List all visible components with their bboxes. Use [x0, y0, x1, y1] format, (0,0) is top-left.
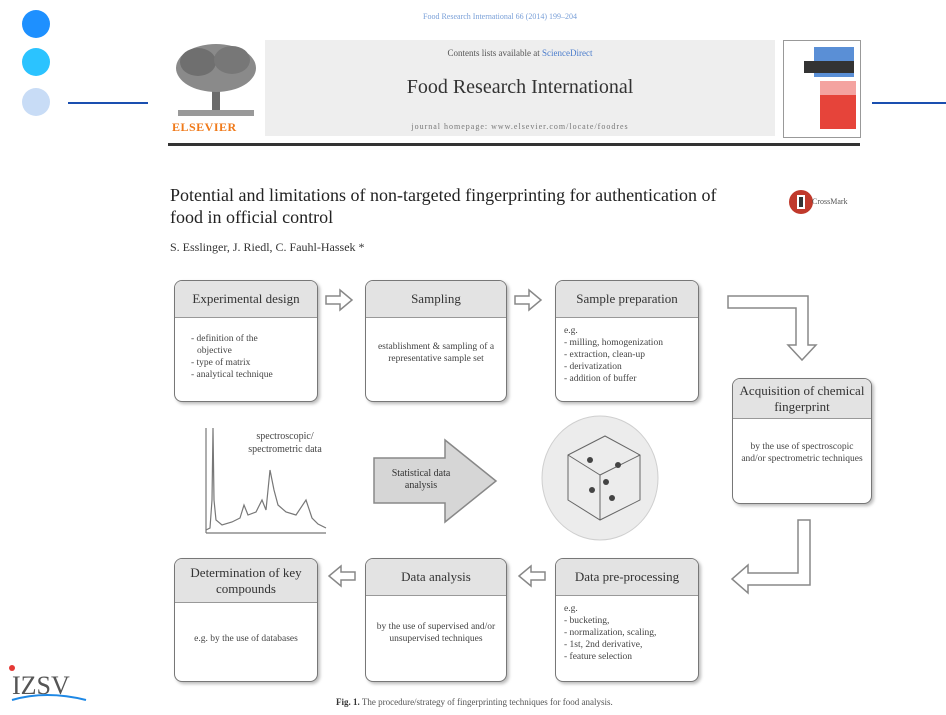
decor-dot-2	[22, 48, 50, 76]
box-item: - bucketing,	[564, 616, 610, 626]
contents-prefix: Contents lists available at	[447, 48, 542, 58]
statistical-arrow	[373, 438, 498, 524]
caption-text: The procedure/strategy of fingerprinting…	[359, 697, 613, 707]
figure-caption: Fig. 1. The procedure/strategy of finger…	[336, 697, 736, 707]
box-item: - 1st, 2nd derivative,	[564, 640, 643, 650]
journal-title: Food Research International	[406, 76, 634, 98]
box-experimental-design: Experimental design - definition of the …	[174, 280, 318, 402]
box-item: - normalization, scaling,	[564, 628, 657, 638]
box-experimental-design-body: - definition of the objective - type of …	[191, 333, 309, 381]
publisher-name: ELSEVIER	[172, 120, 237, 134]
box-acquisition: Acquisition of chemical fingerprint by t…	[732, 378, 872, 504]
box-item: - milling, homogenization	[564, 338, 663, 348]
box-data-analysis-title: Data analysis	[366, 559, 506, 596]
journal-cover-image	[783, 40, 861, 138]
box-data-preprocessing: Data pre-processing e.g. - bucketing, - …	[555, 558, 699, 682]
box-item: - addition of buffer	[564, 374, 637, 384]
box-data-analysis-body: by the use of supervised and/or unsuperv…	[376, 622, 496, 644]
box-item: - derivatization	[564, 362, 622, 372]
box-item: - analytical technique	[191, 370, 273, 380]
box-item: - type of matrix	[191, 358, 251, 368]
box-sample-preparation-body: e.g. - milling, homogenization - extract…	[564, 325, 690, 385]
paper-authors: S. Esslinger, J. Riedl, C. Fauhl-Hassek …	[170, 240, 365, 254]
box-key-compounds-body: e.g. by the use of databases	[194, 634, 298, 644]
box-sampling-title: Sampling	[366, 281, 506, 318]
decor-dot-1	[22, 10, 50, 38]
decor-line-right	[872, 102, 946, 104]
box-sample-preparation-title: Sample preparation	[556, 281, 698, 318]
crossmark-label: CrossMark	[812, 197, 848, 206]
box-item: - extraction, clean-up	[564, 350, 645, 360]
crossmark-icon[interactable]	[787, 188, 857, 216]
box-key-compounds-title: Determination of key compounds	[175, 559, 317, 603]
decor-dot-3	[22, 88, 50, 116]
box-sampling-body: establishment & sampling of a representa…	[377, 342, 495, 364]
box-data-preprocessing-body: e.g. - bucketing, - normalization, scali…	[564, 603, 690, 663]
statistical-arrow-label: Statistical data analysis	[391, 468, 451, 491]
box-item: - definition of the	[191, 334, 258, 344]
box-acquisition-title: Acquisition of chemical fingerprint	[733, 379, 871, 419]
izsv-logo: IZSV	[6, 660, 96, 710]
decor-line-left	[68, 102, 148, 104]
spectrum-label: spectroscopic/ spectrometric data	[248, 431, 322, 455]
caption-label: Fig. 1.	[336, 697, 360, 707]
sciencedirect-link[interactable]: ScienceDirect	[542, 48, 593, 58]
box-item: - feature selection	[564, 652, 633, 662]
journal-homepage[interactable]: journal homepage: www.elsevier.com/locat…	[411, 122, 629, 131]
header-rule	[168, 143, 860, 146]
journal-citation: Food Research International 66 (2014) 19…	[423, 12, 577, 21]
box-item: e.g.	[564, 604, 578, 614]
box-data-preprocessing-title: Data pre-processing	[556, 559, 698, 596]
box-item: e.g.	[564, 326, 578, 336]
box-item: objective	[197, 346, 232, 356]
box-data-analysis: Data analysis by the use of supervised a…	[365, 558, 507, 682]
paper-title: Potential and limitations of non-targete…	[170, 185, 717, 227]
box-sample-preparation: Sample preparation e.g. - milling, homog…	[555, 280, 699, 402]
box-sampling: Sampling establishment & sampling of a r…	[365, 280, 507, 402]
journal-banner	[265, 40, 775, 136]
box-acquisition-body: by the use of spectroscopic and/or spect…	[741, 442, 863, 464]
contents-line: Contents lists available at ScienceDirec…	[265, 48, 775, 58]
box-key-compounds: Determination of key compounds e.g. by t…	[174, 558, 318, 682]
elsevier-logo	[168, 40, 264, 136]
box-experimental-design-title: Experimental design	[175, 281, 317, 318]
